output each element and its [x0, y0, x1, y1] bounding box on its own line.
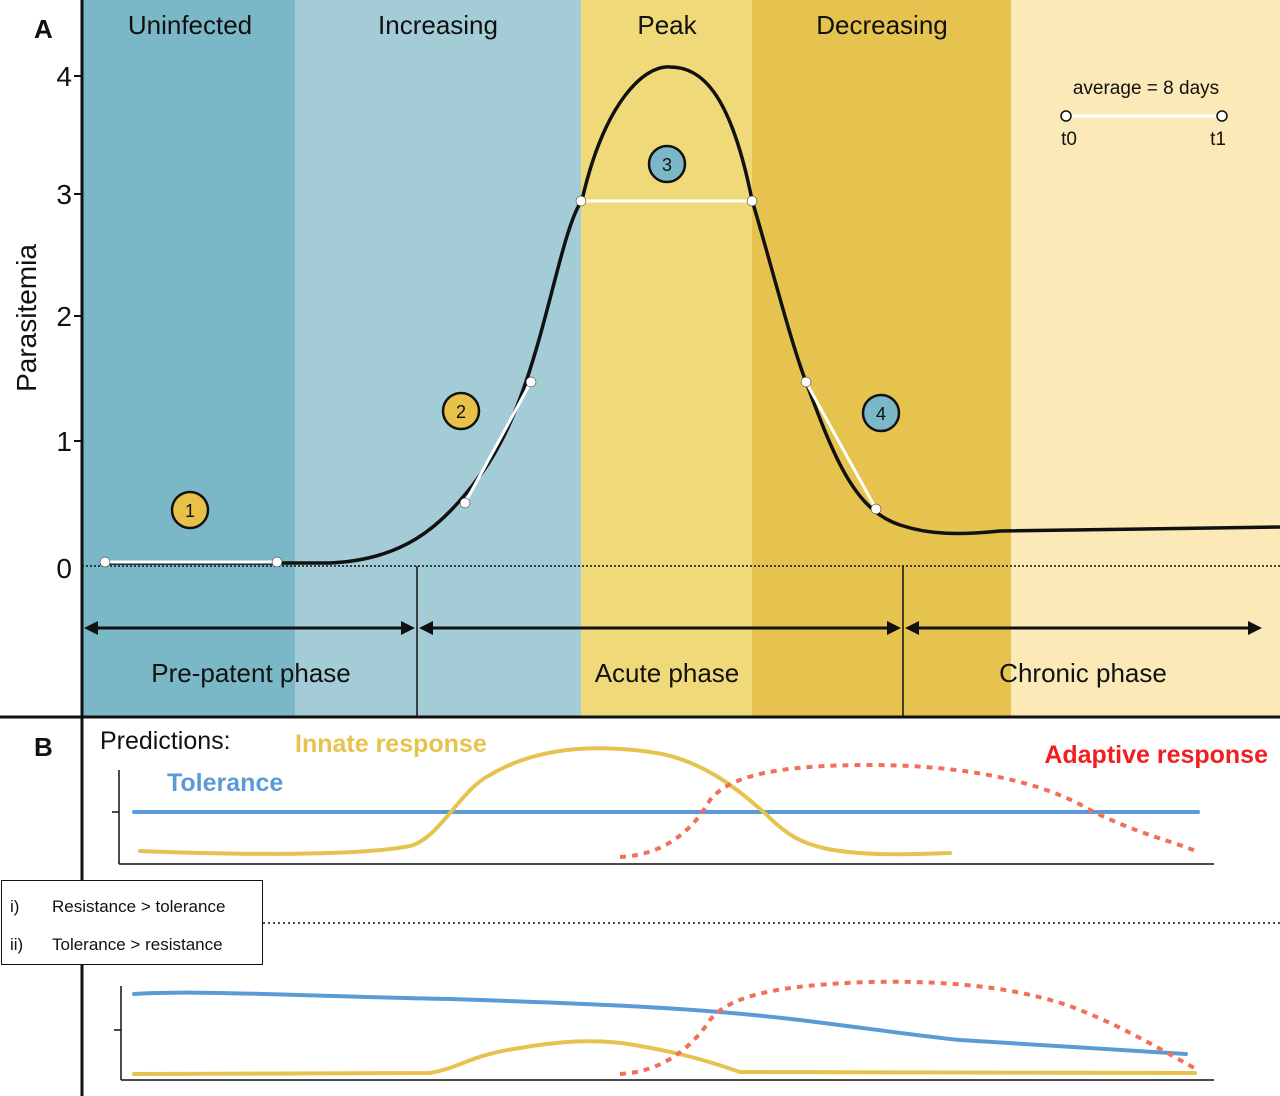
marker-3-label: 3	[662, 155, 672, 175]
legend-num-ii: ii)	[10, 935, 24, 954]
scale-bar-start-point	[1060, 110, 1072, 122]
legend-text-i: Resistance > tolerance	[52, 897, 226, 916]
scale-bar-end-label: t1	[1210, 129, 1226, 150]
panel-a-label: A	[34, 14, 53, 44]
stage-band-peak	[581, 0, 752, 717]
phase-label-acute: Acute phase	[595, 658, 740, 688]
scale-bar-start-label: t0	[1061, 129, 1077, 150]
stage-label-increasing: Increasing	[378, 10, 498, 40]
marker-2-label: 2	[456, 402, 466, 422]
y-tick-label-0: 0	[56, 553, 72, 584]
stage-band-decreasing	[752, 0, 1011, 717]
y-tick-label-3: 3	[56, 179, 72, 210]
marker-1-circle	[170, 490, 210, 530]
stage-label-decreasing: Decreasing	[816, 10, 948, 40]
subplot-legend: i) Resistance > tolerance ii) Tolerance > …	[1, 880, 263, 965]
stage-band-chronic	[1011, 0, 1280, 717]
stage-label-uninfected: Uninfected	[128, 10, 252, 40]
stage-label-peak: Peak	[637, 10, 697, 40]
adaptive-response-label: Adaptive response	[1044, 741, 1268, 769]
legend-row-i: i) Resistance > tolerance	[10, 897, 225, 921]
marker-2-circle	[441, 391, 481, 431]
phase-arrow-chronic	[905, 621, 1262, 635]
plot-ii-tolerance-curve	[132, 990, 1188, 1056]
phase-label-chronic: Chronic phase	[999, 658, 1167, 688]
plot-i-innate-curve	[138, 746, 952, 857]
predictions-label: Predictions:	[100, 727, 231, 755]
innate-response-label: Innate response	[295, 730, 487, 758]
phase-arrow-prepatent	[84, 621, 415, 635]
segment-endpoints	[99, 195, 882, 568]
parasitemia-curve	[100, 65, 1280, 565]
legend-num-i: i)	[10, 897, 20, 916]
panel-b-label: B	[34, 732, 53, 762]
segment-4	[804, 381, 878, 510]
scale-bar-end-point	[1216, 110, 1228, 122]
plot-ii-adaptive-curve	[619, 979, 1199, 1076]
y-axis-label: Parasitemia	[11, 244, 42, 392]
tolerance-label: Tolerance	[167, 769, 283, 797]
marker-4-label: 4	[876, 404, 886, 424]
y-tick-label-4: 4	[56, 61, 72, 92]
phase-label-prepatent: Pre-patent phase	[151, 658, 350, 688]
stage-band-uninfected	[82, 0, 295, 717]
y-tick-label-1: 1	[56, 426, 72, 457]
plot-ii-innate-curve	[132, 1039, 1197, 1076]
marker-4-circle	[861, 393, 901, 433]
legend-text-ii: Tolerance > resistance	[52, 935, 223, 954]
marker-1-label: 1	[185, 501, 195, 521]
stage-band-increasing	[295, 0, 581, 717]
phase-arrow-acute	[419, 621, 901, 635]
y-tick-label-2: 2	[56, 301, 72, 332]
scale-bar-label: average = 8 days	[1073, 78, 1219, 99]
legend-row-ii: ii) Tolerance > resistance	[10, 935, 223, 959]
marker-3-circle	[647, 144, 687, 184]
plot-i-adaptive-curve	[619, 762, 1199, 859]
segment-2	[463, 381, 533, 504]
